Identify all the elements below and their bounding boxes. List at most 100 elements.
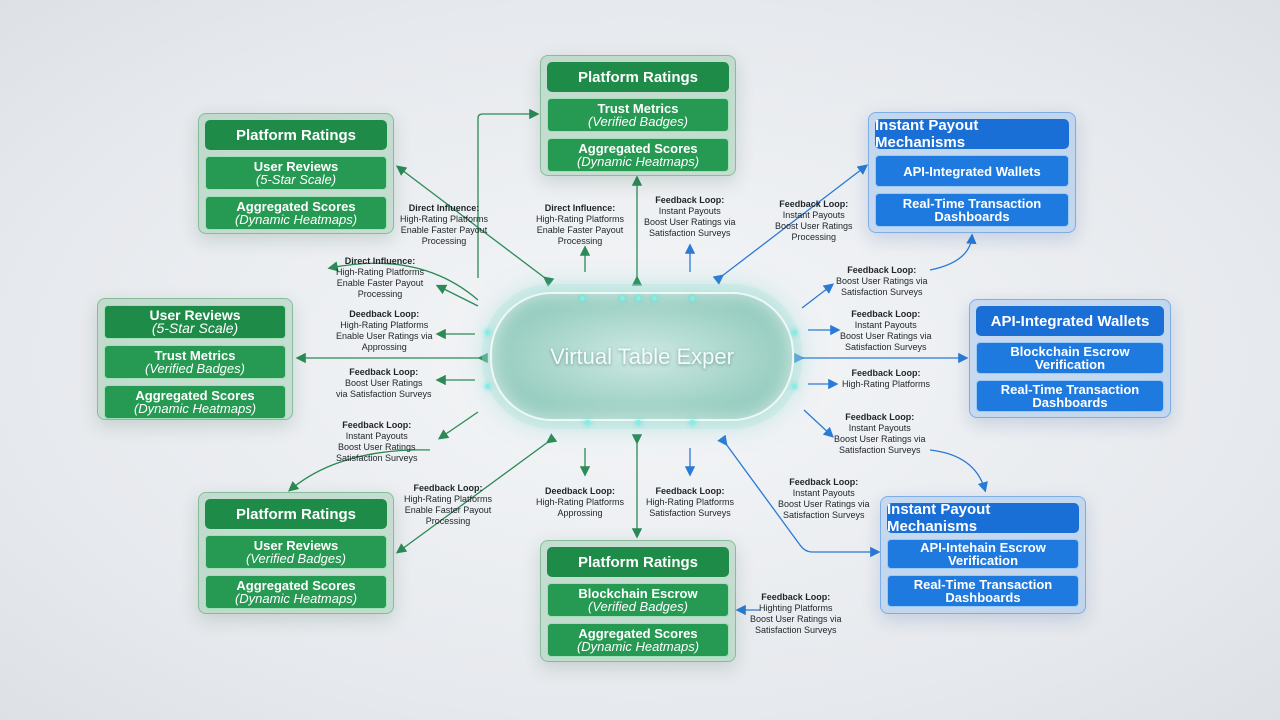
node-item-transaction-dashboards[interactable]: Real-Time Transaction Dashboards	[976, 380, 1164, 412]
item-label: Real-Time Transaction	[913, 577, 1053, 592]
glow-dot	[792, 384, 797, 389]
item-label: Real-Time Transaction	[1000, 382, 1140, 397]
item-sublabel: (Dynamic Heatmaps)	[576, 639, 700, 654]
node-title: Platform Ratings	[205, 120, 387, 150]
item-label: Aggregated Scores	[578, 626, 698, 641]
glow-dot	[620, 296, 625, 301]
glow-dot	[792, 330, 797, 335]
node-item-blockchain-escrow[interactable]: Blockchain Escrow Verification	[976, 342, 1164, 374]
connector	[717, 434, 881, 558]
connector	[395, 165, 555, 287]
item-label: Aggregated Scores	[236, 578, 356, 593]
node-platform-ratings-bottom-left[interactable]: Platform Ratings User Reviews (Verified …	[198, 492, 394, 614]
node-item-trust-metrics[interactable]: Trust Metrics (Verified Badges)	[547, 98, 729, 132]
hub-node[interactable]: Virtual Table Exper	[490, 292, 794, 421]
glow-dot	[485, 384, 490, 389]
glow-dot	[652, 296, 657, 301]
connector	[712, 164, 869, 285]
node-title: API-Integrated Wallets	[976, 306, 1164, 336]
node-user-reviews-mid-left[interactable]: User Reviews (5-Star Scale) Trust Metric…	[97, 298, 293, 420]
item-sublabel: (5-Star Scale)	[255, 172, 337, 187]
connector	[803, 409, 834, 438]
item-label: User Reviews	[253, 159, 339, 174]
node-item-blockchain-escrow[interactable]: Blockchain Escrow (Verified Badges)	[547, 583, 729, 617]
item-label: Blockchain Escrow	[578, 586, 698, 601]
node-api-wallets-mid-right[interactable]: API-Integrated Wallets Blockchain Escrow…	[969, 299, 1171, 418]
connector	[801, 283, 835, 309]
item-sublabel: (Verified Badges)	[145, 361, 245, 376]
glow-dot	[690, 296, 695, 301]
item-sublabel: (Dynamic Heatmaps)	[133, 401, 257, 416]
connector	[327, 261, 479, 301]
glow-dot	[585, 420, 590, 425]
connector	[288, 449, 431, 492]
glow-dot	[636, 296, 641, 301]
connector	[929, 449, 988, 493]
item-sublabel: (5-Star Scale)	[151, 320, 239, 336]
connector	[435, 284, 479, 307]
item-label: Trust Metrics	[597, 101, 679, 116]
node-item-api-wallets[interactable]: API-Integrated Wallets	[875, 155, 1069, 187]
node-item-aggregated-scores[interactable]: Aggregated Scores (Dynamic Heatmaps)	[205, 196, 387, 230]
node-title: Platform Ratings	[547, 62, 729, 92]
node-item-user-reviews[interactable]: User Reviews (5-Star Scale)	[205, 156, 387, 190]
node-item-aggregated-scores[interactable]: Aggregated Scores (Dynamic Heatmaps)	[205, 575, 387, 609]
node-item-trust-metrics[interactable]: Trust Metrics (Verified Badges)	[104, 345, 286, 379]
node-item-aggregated-scores[interactable]: Aggregated Scores (Dynamic Heatmaps)	[104, 385, 286, 419]
item-sublabel: (Dynamic Heatmaps)	[234, 212, 358, 227]
item-label: Blockchain Escrow	[1010, 344, 1130, 359]
node-platform-ratings-bottom-center[interactable]: Platform Ratings Blockchain Escrow (Veri…	[540, 540, 736, 662]
item-sublabel: (Verified Badges)	[246, 551, 346, 566]
item-sublabel: (Dynamic Heatmaps)	[234, 591, 358, 606]
item-label: User Reviews	[253, 538, 339, 553]
glow-dot	[690, 420, 695, 425]
node-item-user-reviews[interactable]: User Reviews (Verified Badges)	[205, 535, 387, 569]
glow-dot	[580, 296, 585, 301]
connector	[437, 411, 479, 440]
glow-dot	[485, 330, 490, 335]
item-label: Real-Time Transaction	[902, 196, 1042, 211]
item-label: User Reviews	[149, 307, 241, 323]
node-title: Platform Ratings	[205, 499, 387, 529]
node-item-aggregated-scores[interactable]: Aggregated Scores (Dynamic Heatmaps)	[547, 138, 729, 172]
node-item-api-escrow-verification[interactable]: API-Intehain Escrow Verification	[887, 539, 1079, 569]
node-item-aggregated-scores[interactable]: Aggregated Scores (Dynamic Heatmaps)	[547, 623, 729, 657]
item-sublabel: Dashboards	[945, 590, 1021, 605]
item-sublabel: Verification	[1034, 357, 1106, 372]
item-label: API-Intehain Escrow Verification	[920, 540, 1046, 568]
item-label: API-Integrated Wallets	[903, 163, 1041, 179]
glow-dot	[636, 420, 641, 425]
node-title: User Reviews (5-Star Scale)	[104, 305, 286, 339]
item-sublabel: Dashboards	[1032, 395, 1108, 410]
connector	[929, 233, 977, 271]
node-item-transaction-dashboards[interactable]: Real-Time Transaction Dashboards	[887, 575, 1079, 607]
node-platform-ratings-top-center[interactable]: Platform Ratings Trust Metrics (Verified…	[540, 55, 736, 176]
node-platform-ratings-top-left[interactable]: Platform Ratings User Reviews (5-Star Sc…	[198, 113, 394, 234]
node-instant-payout-bottom-right[interactable]: Instant Payout Mechanisms API-Intehain E…	[880, 496, 1086, 614]
connector	[395, 433, 558, 554]
item-label: Aggregated Scores	[236, 199, 356, 214]
item-sublabel: (Dynamic Heatmaps)	[576, 154, 700, 169]
node-title: Instant Payout Mechanisms	[875, 117, 1069, 151]
item-label: Aggregated Scores	[135, 388, 255, 403]
node-item-transaction-dashboards[interactable]: Real-Time Transaction Dashboards	[875, 193, 1069, 227]
node-instant-payout-top-right[interactable]: Instant Payout Mechanisms API-Integrated…	[868, 112, 1076, 233]
node-title: Instant Payout Mechanisms	[887, 501, 1079, 535]
item-sublabel: (Verified Badges)	[588, 599, 688, 614]
